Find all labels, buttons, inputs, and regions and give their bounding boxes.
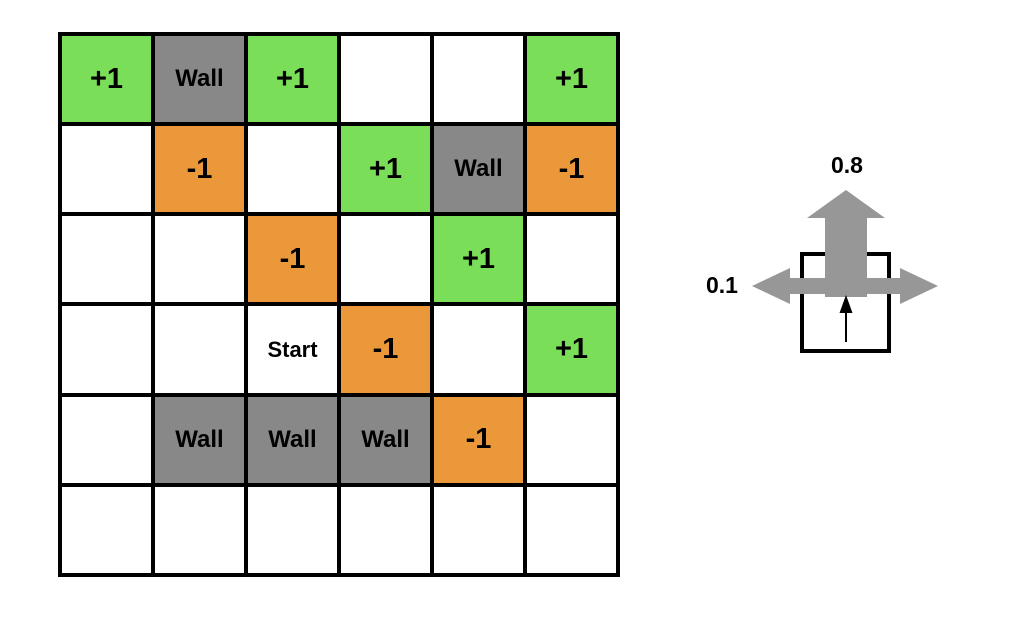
grid-cell	[155, 306, 244, 393]
grid-cell: +1	[62, 36, 151, 123]
grid-cell: +1	[527, 36, 616, 123]
grid-cell: +1	[341, 126, 430, 213]
grid-cell	[62, 306, 151, 393]
grid-cell: +1	[434, 216, 523, 303]
forward-probability-label: 0.8	[831, 152, 863, 178]
grid-cell: -1	[155, 126, 244, 213]
cell-label: +1	[368, 152, 403, 185]
cell-label: +1	[554, 62, 589, 95]
grid-cell	[434, 486, 523, 573]
cell-label: -1	[465, 423, 492, 456]
cell-label: +1	[89, 62, 124, 95]
intended-action-arrowhead-icon	[839, 295, 853, 313]
grid-cell	[527, 396, 616, 483]
up-arrow-icon	[807, 190, 885, 297]
grid-cell	[248, 486, 337, 573]
grid-cell	[527, 216, 616, 303]
grid-cell: Wall	[434, 126, 523, 213]
transition-diagram	[752, 190, 938, 353]
grid-cell	[341, 216, 430, 303]
cell-label: Wall	[175, 65, 224, 93]
grid-cell: -1	[341, 306, 430, 393]
cell-label: +1	[554, 333, 589, 366]
grid-cell	[434, 306, 523, 393]
grid-cell-start: Start	[248, 306, 337, 393]
grid-cell	[341, 36, 430, 123]
grid-cell: +1	[527, 306, 616, 393]
gridworld: +1 Wall +1 +1 -1 +1 Wall -1 -1 +1 Start …	[58, 32, 620, 577]
grid-cell	[527, 486, 616, 573]
cell-label: Wall	[454, 155, 503, 183]
cell-label: Start	[267, 336, 318, 362]
cell-label: +1	[461, 242, 496, 275]
cell-label: -1	[372, 333, 399, 366]
cell-label: Wall	[175, 425, 224, 453]
cell-label: +1	[275, 62, 310, 95]
grid-cell: -1	[527, 126, 616, 213]
grid-cell	[248, 126, 337, 213]
side-probability-label: 0.1	[706, 272, 738, 298]
grid-cell: +1	[248, 36, 337, 123]
cell-label: -1	[279, 242, 306, 275]
grid-cell	[62, 126, 151, 213]
grid-cell: Wall	[341, 396, 430, 483]
grid-cell: -1	[248, 216, 337, 303]
grid-cell: -1	[434, 396, 523, 483]
cell-label: -1	[186, 152, 213, 185]
cell-label: -1	[558, 152, 585, 185]
cell-label: Wall	[361, 425, 410, 453]
grid-cell	[62, 216, 151, 303]
grid-cell: Wall	[248, 396, 337, 483]
cell-label: Wall	[268, 425, 317, 453]
grid-cell	[434, 36, 523, 123]
grid-cell	[155, 486, 244, 573]
grid-cell: Wall	[155, 36, 244, 123]
grid-cell: Wall	[155, 396, 244, 483]
grid-cell	[341, 486, 430, 573]
grid-cell	[62, 396, 151, 483]
grid-cell	[155, 216, 244, 303]
grid-cell	[62, 486, 151, 573]
left-right-arrow-icon	[752, 268, 938, 304]
